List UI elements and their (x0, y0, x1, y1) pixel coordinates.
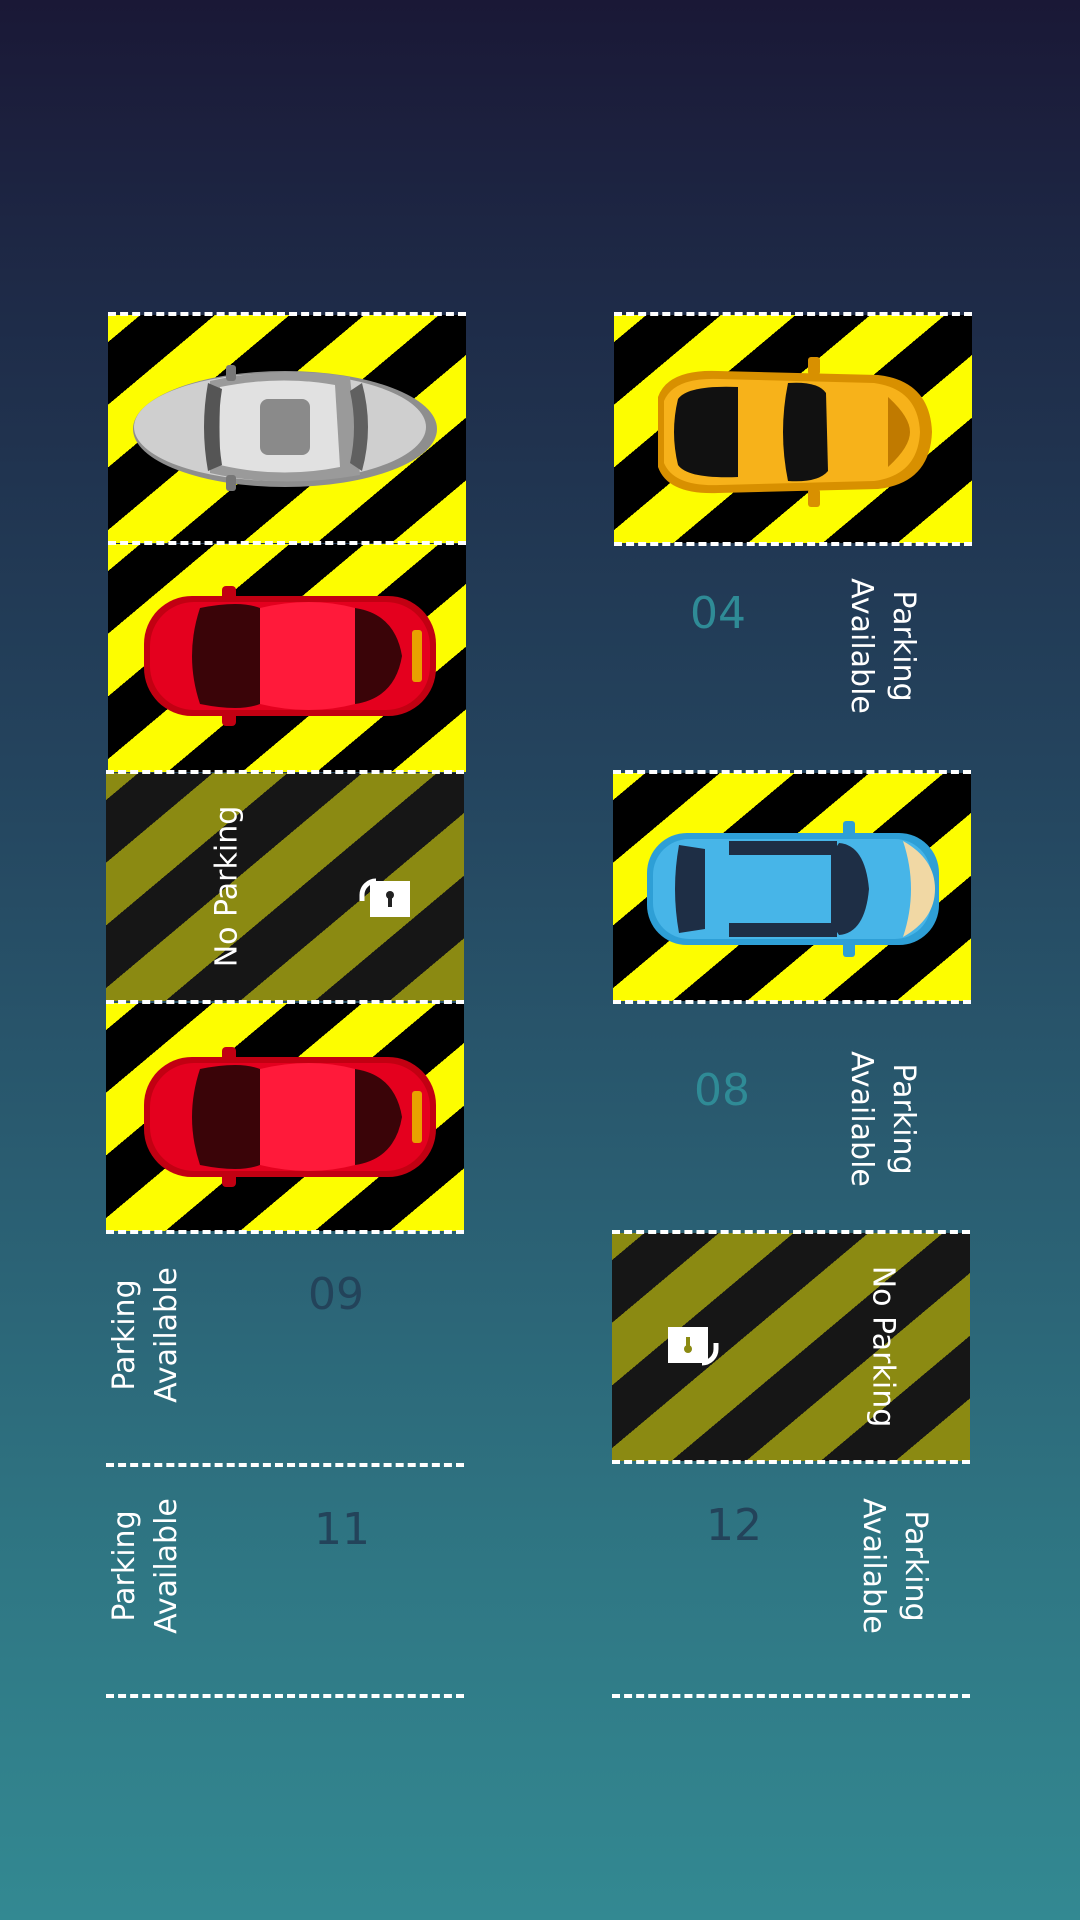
parking-slot-12[interactable]: 12 Parking Available (612, 1464, 970, 1698)
lock-icon (668, 1327, 719, 1366)
silver-car[interactable] (130, 357, 440, 497)
parking-slot-occupied[interactable] (613, 770, 971, 1004)
slot-number: 04 (690, 588, 746, 639)
slot-divider (613, 1000, 971, 1004)
slot-divider (108, 312, 466, 316)
slot-divider (614, 542, 972, 546)
slot-divider (614, 312, 972, 316)
blue-car[interactable] (643, 819, 943, 959)
slot-divider (612, 1694, 970, 1698)
red-car[interactable] (140, 1047, 440, 1187)
slot-divider (613, 770, 971, 774)
parking-slot-04[interactable]: 04 Parking Available (614, 544, 972, 772)
no-parking-label: No Parking (865, 1265, 901, 1428)
parking-available-label: Parking Available (843, 1051, 921, 1187)
slot-divider (106, 1463, 464, 1467)
parking-available-label: Parking Available (106, 1267, 184, 1403)
slot-number: 08 (694, 1065, 750, 1116)
parking-slot-08[interactable]: 08 Parking Available (614, 1003, 972, 1231)
parking-slot-occupied[interactable] (614, 312, 972, 546)
parking-slot-blocked: No Parking (106, 770, 464, 1001)
slot-number: 12 (706, 1500, 762, 1551)
parking-slot-11[interactable]: Parking Available 11 (106, 1464, 464, 1698)
slot-divider (612, 1230, 970, 1234)
parking-available-label: Parking Available (855, 1498, 933, 1634)
slot-divider (106, 1694, 464, 1698)
slot-divider (106, 1230, 464, 1234)
parking-slot-blocked: No Parking (612, 1230, 970, 1464)
no-parking-label: No Parking (209, 805, 245, 968)
parking-slot-occupied[interactable] (106, 1000, 464, 1234)
slot-divider (108, 541, 466, 545)
parking-slot-occupied[interactable] (108, 312, 466, 543)
slot-divider (612, 1460, 970, 1464)
parking-available-label: Parking Available (106, 1498, 184, 1634)
slot-divider (106, 1000, 464, 1004)
slot-divider (106, 770, 464, 774)
slot-number: 09 (308, 1269, 364, 1320)
parking-slot-09[interactable]: Parking Available 09 (106, 1233, 464, 1467)
red-car[interactable] (140, 586, 440, 726)
lock-icon (359, 878, 410, 917)
parking-available-label: Parking Available (843, 578, 921, 714)
slot-number: 11 (314, 1504, 370, 1555)
yellow-car[interactable] (648, 357, 938, 507)
parking-slot-occupied[interactable] (108, 541, 466, 772)
